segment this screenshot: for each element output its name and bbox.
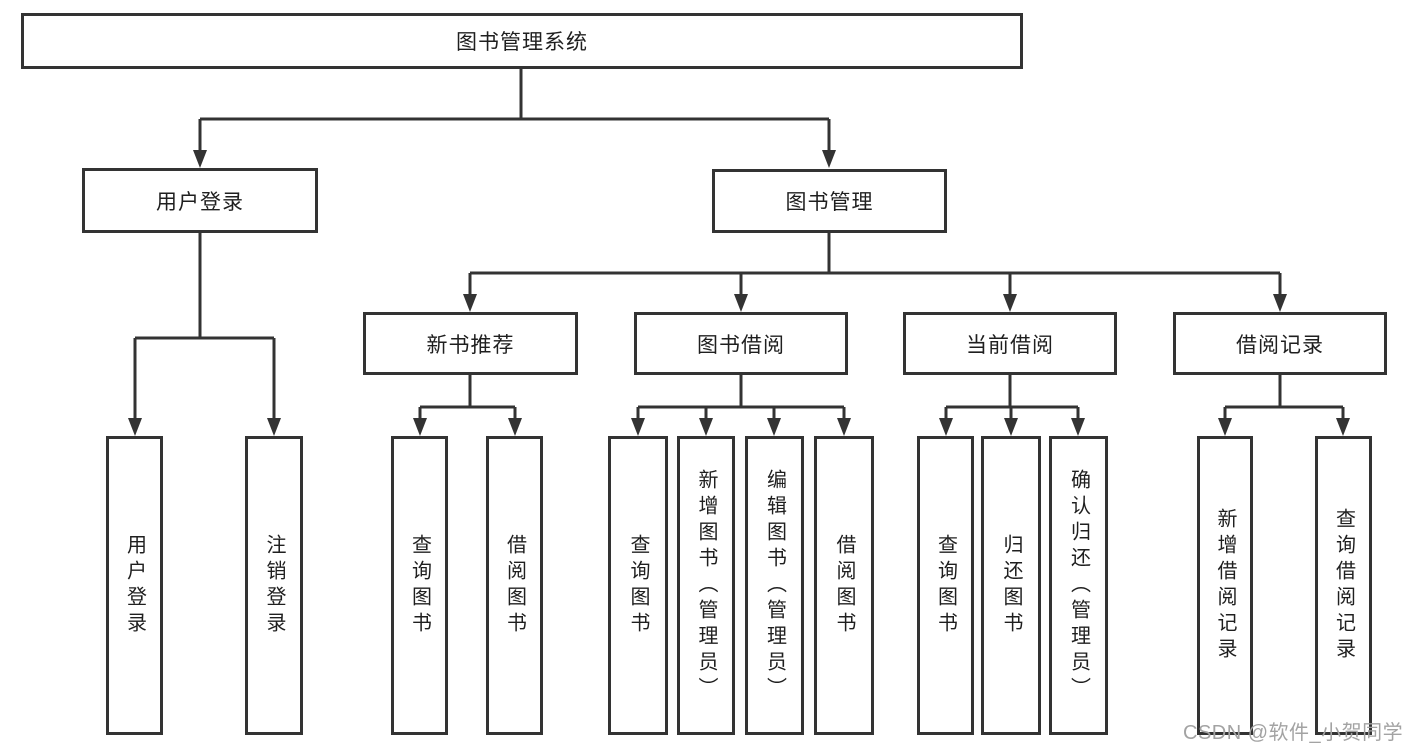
- leaf-newbook-query-books: 查询图书: [391, 436, 448, 735]
- leaf-records-query-borrow-record: 查询借阅记录: [1315, 436, 1372, 735]
- node-book-borrowing: 图书借阅: [634, 312, 848, 375]
- leaf-borrow-edit-books-admin: 编辑图书（管理员）: [745, 436, 804, 735]
- node-book-management: 图书管理: [712, 169, 947, 233]
- leaf-records-add-borrow-record: 新增借阅记录: [1197, 436, 1253, 735]
- leaf-current-query-books: 查询图书: [917, 436, 974, 735]
- node-new-book-recommendation: 新书推荐: [363, 312, 578, 375]
- leaf-borrow-add-books-admin: 新增图书（管理员）: [677, 436, 735, 735]
- leaf-borrow-query-books: 查询图书: [608, 436, 668, 735]
- leaf-user-login: 用户登录: [106, 436, 163, 735]
- node-user-login: 用户登录: [82, 168, 318, 233]
- leaf-current-return-books: 归还图书: [981, 436, 1041, 735]
- node-library-management-system: 图书管理系统: [21, 13, 1023, 69]
- leaf-newbook-borrow-books: 借阅图书: [486, 436, 543, 735]
- node-borrowing-records: 借阅记录: [1173, 312, 1387, 375]
- csdn-watermark: CSDN @软件_小贺同学: [1183, 722, 1404, 744]
- node-current-borrowing: 当前借阅: [903, 312, 1117, 375]
- leaf-logout: 注销登录: [245, 436, 303, 735]
- leaf-current-confirm-return-admin: 确认归还（管理员）: [1049, 436, 1108, 735]
- leaf-borrow-borrow-books: 借阅图书: [814, 436, 874, 735]
